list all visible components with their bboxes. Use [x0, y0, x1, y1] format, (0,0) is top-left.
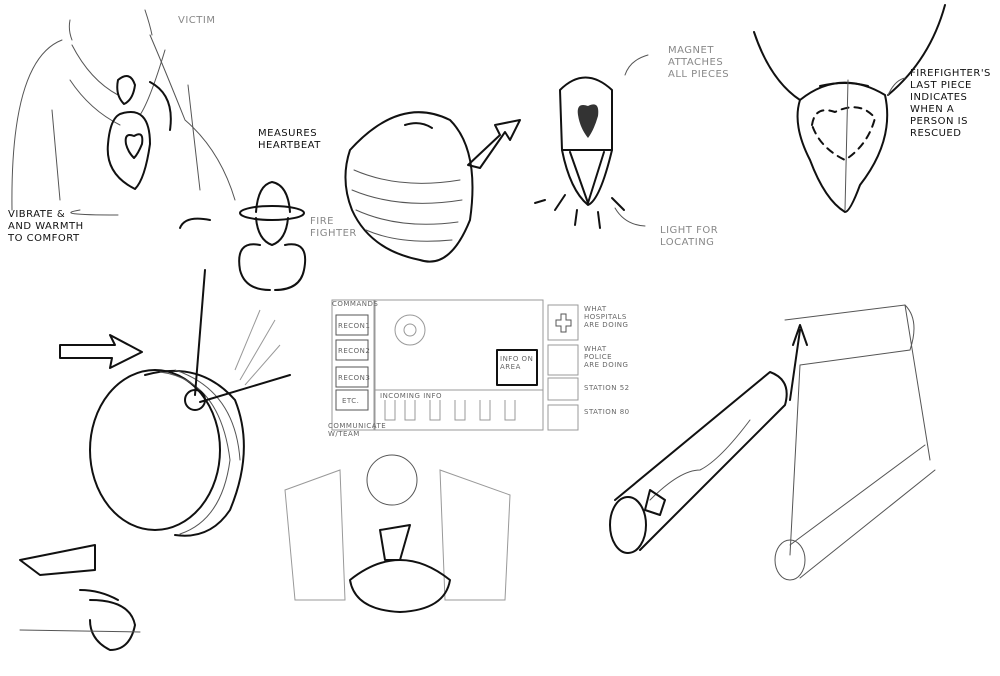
label-line: Info on	[500, 355, 534, 363]
pendant-light-sketch	[534, 54, 649, 229]
label-line: w/team	[328, 430, 360, 438]
label-line: police	[584, 353, 613, 361]
label-line: rescued	[910, 128, 962, 139]
label-magnet: Magnet attaches all pieces	[668, 45, 729, 81]
recon1-button: Recon1	[338, 322, 371, 330]
ball-device-sketch	[59, 269, 291, 537]
label-line: Communicate	[328, 422, 387, 430]
label-line: last piece	[910, 80, 972, 91]
label-line: Measures	[258, 128, 318, 139]
label-line: area	[500, 363, 521, 371]
label-line: person is	[910, 116, 968, 127]
label-line: heartbeat	[258, 140, 321, 151]
label-line: locating	[660, 237, 715, 248]
label-line: fighter	[310, 228, 357, 239]
hands-sketch	[19, 544, 141, 651]
label-line: Magnet	[668, 45, 714, 56]
recon2-button: Recon2	[338, 347, 371, 355]
label-light-locating: Light for locating	[660, 225, 718, 249]
police-label: What police are doing	[584, 345, 628, 369]
label-line: Light for	[660, 225, 719, 236]
necklace-pendant-sketch	[753, 4, 946, 213]
label-line: indicates	[910, 92, 968, 103]
victim-figure	[11, 9, 236, 216]
label-measures-heartbeat: Measures heartbeat	[258, 128, 321, 152]
label-line: Fire	[310, 216, 334, 227]
station-80-label: Station 80	[584, 408, 630, 416]
recon3-button: Recon3	[338, 374, 371, 382]
station-52-label: Station 52	[584, 384, 630, 392]
command-booth-sketch	[284, 454, 511, 613]
label-line: all pieces	[668, 69, 730, 80]
commands-label: Commands	[332, 300, 379, 308]
interface-wireframe	[331, 299, 579, 431]
info-area-label: Info on area	[500, 355, 533, 371]
incoming-info-label: Incoming info	[380, 392, 443, 400]
label-line: when a	[910, 104, 955, 115]
hospitals-label: What hospitals are doing	[584, 305, 628, 329]
communicate-label: Communicate w/team	[328, 422, 386, 438]
label-line: attaches	[668, 57, 724, 68]
label-line: are doing	[584, 361, 629, 369]
label-line: are doing	[584, 321, 629, 329]
label-fire-fighter: Fire fighter	[310, 216, 357, 240]
tube-scroll-sketch	[609, 304, 936, 581]
etc-button: Etc.	[342, 397, 360, 405]
label-line: What	[584, 345, 607, 353]
label-line: Firefighter's	[910, 68, 991, 79]
label-line: What	[584, 305, 607, 313]
label-vibrate-warmth: Vibrate & and warmth to comfort	[8, 209, 84, 245]
label-line: hospitals	[584, 313, 627, 321]
label-line: and warmth	[8, 221, 84, 232]
label-line: to comfort	[8, 233, 80, 244]
label-line: Vibrate &	[8, 209, 66, 220]
firefighter-figure	[179, 181, 307, 291]
label-victim: Victim	[178, 15, 216, 26]
helmet-piece-sketch	[344, 111, 521, 263]
label-firefighters-piece: Firefighter's last piece indicates when …	[910, 68, 991, 140]
